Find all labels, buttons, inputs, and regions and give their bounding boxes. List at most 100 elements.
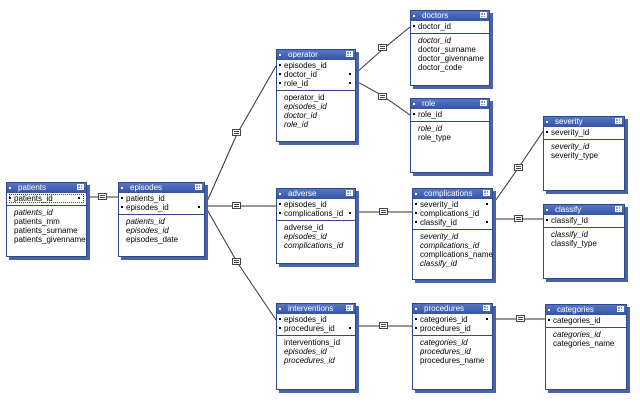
key-field[interactable]: episodes_id xyxy=(277,200,355,209)
table-title[interactable]: categories xyxy=(546,305,626,315)
key-field[interactable]: patients_id xyxy=(119,194,204,203)
field[interactable]: doctor_code xyxy=(418,63,463,72)
table-episodes[interactable]: episodes patients_id episodes_id patient… xyxy=(118,182,205,257)
field[interactable]: patients_id xyxy=(14,208,53,217)
table-operator[interactable]: operator episodes_id doctor_id role_id o… xyxy=(276,49,356,142)
key-field[interactable]: complications_id xyxy=(277,209,355,218)
field[interactable]: severity_id xyxy=(551,142,590,151)
table-categories[interactable]: categories categories_id categories_id c… xyxy=(545,304,627,390)
field[interactable]: doctor_givenname xyxy=(418,54,484,63)
key-field[interactable]: procedures_id xyxy=(413,324,492,333)
table-grid-icon[interactable] xyxy=(483,190,490,196)
field[interactable]: interventions_id xyxy=(284,338,341,347)
field[interactable]: episodes_id xyxy=(284,347,327,356)
field[interactable]: severity_id xyxy=(420,232,459,241)
table-title[interactable]: doctors xyxy=(411,11,489,21)
field[interactable]: episodes_id xyxy=(284,102,327,111)
connector-episodes-interventions[interactable] xyxy=(232,258,241,265)
key-field[interactable]: classify_id xyxy=(544,216,624,225)
table-title[interactable]: classify xyxy=(544,205,624,215)
connector-operator-doctors[interactable] xyxy=(378,44,387,51)
field[interactable]: categories_id xyxy=(420,338,468,347)
key-field[interactable]: doctor_id xyxy=(411,22,489,31)
connector-procedures-categories[interactable] xyxy=(516,315,525,322)
field[interactable]: procedures_name xyxy=(420,356,485,365)
field[interactable]: role_type xyxy=(418,133,451,142)
table-title[interactable]: interventions xyxy=(277,304,355,314)
table-grid-icon[interactable] xyxy=(195,184,202,190)
field[interactable]: patients_surname xyxy=(14,226,78,235)
field[interactable]: complications_id xyxy=(284,241,344,250)
field[interactable]: categories_id xyxy=(553,330,601,339)
connector-complications-classify[interactable] xyxy=(514,215,523,222)
key-field[interactable]: severity_id xyxy=(544,128,624,137)
field[interactable]: doctor_id xyxy=(418,36,451,45)
key-field[interactable]: episodes_id xyxy=(119,203,204,212)
connector-episodes-operator[interactable] xyxy=(232,129,241,136)
table-grid-icon[interactable] xyxy=(480,100,487,106)
table-grid-icon[interactable] xyxy=(483,305,490,311)
field[interactable]: categories_name xyxy=(553,339,615,348)
field[interactable]: adverse_id xyxy=(284,223,324,232)
table-grid-icon[interactable] xyxy=(480,12,487,18)
field[interactable]: complications_name xyxy=(420,250,493,259)
connector-episodes-adverse[interactable] xyxy=(232,202,241,209)
field[interactable]: procedures_id xyxy=(284,356,335,365)
table-role[interactable]: role role_id role_id role_type xyxy=(410,98,490,173)
field[interactable]: doctor_id xyxy=(284,111,317,120)
table-grid-icon[interactable] xyxy=(615,206,622,212)
field[interactable]: patients_id xyxy=(126,217,165,226)
table-grid-icon[interactable] xyxy=(617,306,624,312)
field[interactable]: patients_mm xyxy=(14,217,60,226)
field[interactable]: classify_type xyxy=(551,239,597,248)
table-title[interactable]: operator xyxy=(277,50,355,60)
key-field[interactable]: episodes_id xyxy=(277,61,355,70)
field[interactable]: episodes_date xyxy=(126,235,179,244)
key-field[interactable]: categories_id xyxy=(546,316,626,325)
table-classify[interactable]: classify classify_id classify_id classif… xyxy=(543,204,625,279)
table-title[interactable]: severity xyxy=(544,117,624,127)
table-grid-icon[interactable] xyxy=(77,184,84,190)
key-field[interactable]: severity_id xyxy=(413,200,492,209)
table-severity[interactable]: severity severity_id severity_id severit… xyxy=(543,116,625,191)
field[interactable]: classify_id xyxy=(551,230,588,239)
field[interactable]: patients_givenname xyxy=(14,235,86,244)
field[interactable]: episodes_id xyxy=(126,226,169,235)
key-field[interactable]: classify_id xyxy=(413,218,492,227)
connector-adverse-complications[interactable] xyxy=(379,208,388,215)
field[interactable]: role_id xyxy=(418,124,443,133)
field[interactable]: doctor_surname xyxy=(418,45,476,54)
key-field[interactable]: procedures_id xyxy=(277,324,355,333)
table-complications[interactable]: complications severity_id complications_… xyxy=(412,188,493,280)
table-grid-icon[interactable] xyxy=(346,51,353,57)
table-title[interactable]: episodes xyxy=(119,183,204,193)
table-title[interactable]: role xyxy=(411,99,489,109)
connector-complications-severity[interactable] xyxy=(514,164,523,171)
table-adverse[interactable]: adverse episodes_id complications_id adv… xyxy=(276,188,356,264)
field[interactable]: classify_id xyxy=(420,259,457,268)
table-title[interactable]: complications xyxy=(413,189,492,199)
field[interactable]: complications_id xyxy=(420,241,480,250)
field[interactable]: procedures_id xyxy=(420,347,471,356)
key-field[interactable]: complications_id xyxy=(413,209,492,218)
table-grid-icon[interactable] xyxy=(346,190,353,196)
field[interactable]: role_id xyxy=(284,120,309,129)
key-field[interactable]: patients_id xyxy=(9,194,84,203)
table-title[interactable]: patients xyxy=(7,183,86,193)
key-field[interactable]: role_id xyxy=(277,79,355,88)
key-field[interactable]: doctor_id xyxy=(277,70,355,79)
connector-patients-episodes[interactable] xyxy=(98,193,107,200)
key-field[interactable]: episodes_id xyxy=(277,315,355,324)
table-patients[interactable]: patients patients_id patients_id patient… xyxy=(6,182,87,257)
table-grid-icon[interactable] xyxy=(615,118,622,124)
table-grid-icon[interactable] xyxy=(346,305,353,311)
key-field[interactable]: categories_id xyxy=(413,315,492,324)
key-field[interactable]: role_id xyxy=(411,110,489,119)
connector-interventions-procedures[interactable] xyxy=(379,322,388,329)
field[interactable]: episodes_id xyxy=(284,232,327,241)
table-interventions[interactable]: interventions episodes_id procedures_id … xyxy=(276,303,356,390)
table-title[interactable]: adverse xyxy=(277,189,355,199)
connector-operator-role[interactable] xyxy=(378,93,387,100)
field[interactable]: operator_id xyxy=(284,93,325,102)
table-doctors[interactable]: doctors doctor_id doctor_id doctor_surna… xyxy=(410,10,490,86)
